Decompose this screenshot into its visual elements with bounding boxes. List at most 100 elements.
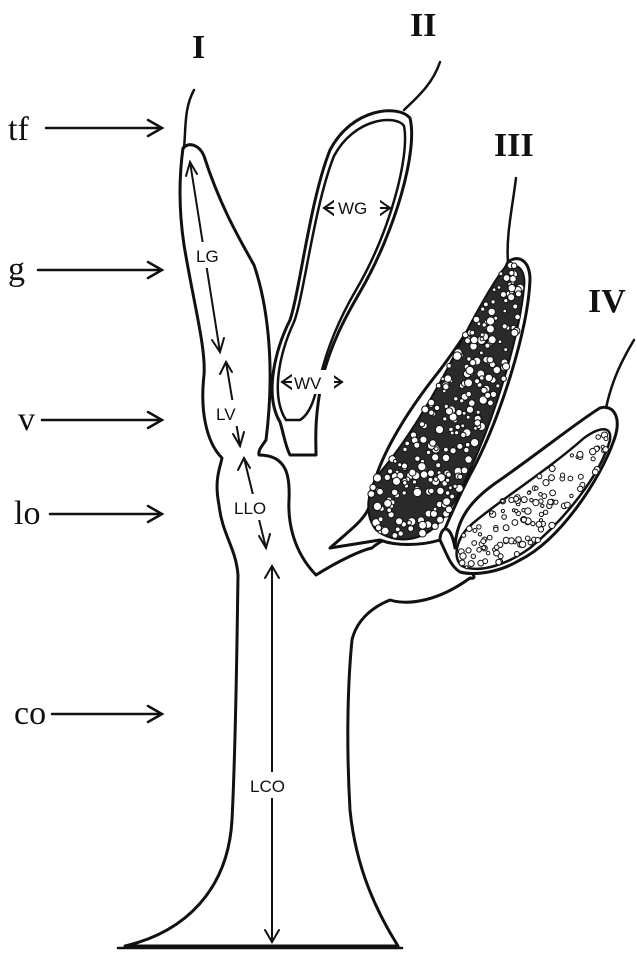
granule bbox=[496, 384, 500, 388]
granule bbox=[549, 522, 555, 528]
granule bbox=[502, 324, 507, 329]
granule bbox=[384, 500, 392, 508]
stage-label-4: IV bbox=[588, 283, 626, 320]
granule bbox=[604, 437, 608, 441]
filament-1 bbox=[184, 90, 194, 148]
granule bbox=[412, 480, 416, 484]
granule bbox=[432, 454, 439, 461]
label-wv: WV bbox=[294, 374, 322, 393]
granule bbox=[398, 463, 402, 467]
granule bbox=[462, 533, 466, 537]
granule bbox=[430, 440, 437, 447]
granule bbox=[466, 366, 474, 374]
filament-2 bbox=[404, 62, 440, 110]
granule bbox=[528, 540, 533, 545]
granule bbox=[511, 263, 517, 269]
granule bbox=[453, 352, 461, 360]
stage-label-1: I bbox=[192, 29, 205, 66]
label-wg: WG bbox=[338, 199, 367, 218]
granule bbox=[485, 374, 492, 381]
granule bbox=[549, 466, 555, 472]
granule bbox=[596, 435, 601, 440]
granule bbox=[533, 500, 539, 506]
granule bbox=[570, 494, 573, 497]
granule bbox=[392, 489, 398, 495]
granule bbox=[471, 439, 479, 447]
granule bbox=[461, 432, 466, 437]
granule bbox=[384, 474, 390, 480]
granule bbox=[550, 490, 556, 496]
granule bbox=[414, 442, 420, 448]
granule bbox=[508, 294, 515, 301]
granule bbox=[388, 469, 393, 474]
granule bbox=[429, 488, 435, 494]
granule bbox=[484, 302, 489, 307]
granule bbox=[483, 559, 488, 564]
granule bbox=[515, 314, 521, 320]
granule bbox=[482, 323, 486, 327]
granule bbox=[485, 392, 491, 398]
granule bbox=[465, 338, 471, 344]
granule bbox=[501, 509, 504, 512]
granule bbox=[420, 436, 427, 443]
stage-2-branch bbox=[272, 111, 412, 455]
granule bbox=[413, 488, 421, 496]
granule bbox=[443, 498, 451, 506]
granule bbox=[549, 475, 555, 481]
granule bbox=[449, 486, 453, 490]
granule bbox=[539, 493, 543, 497]
main-body-outline bbox=[118, 145, 474, 948]
granule bbox=[512, 520, 518, 526]
granule bbox=[497, 286, 501, 290]
granule bbox=[466, 391, 471, 396]
granule bbox=[450, 431, 454, 435]
granule bbox=[516, 537, 522, 543]
granule bbox=[509, 270, 514, 275]
granule bbox=[521, 517, 526, 522]
granule bbox=[393, 460, 397, 464]
granule bbox=[403, 481, 407, 485]
granule bbox=[490, 391, 496, 397]
granule bbox=[494, 527, 498, 531]
granule bbox=[509, 497, 514, 502]
granule bbox=[486, 325, 494, 333]
granule bbox=[480, 351, 484, 355]
granule bbox=[434, 405, 439, 410]
granule bbox=[504, 299, 508, 303]
granule bbox=[496, 559, 502, 565]
granule bbox=[548, 499, 553, 504]
granule bbox=[458, 474, 463, 479]
granule bbox=[543, 480, 549, 486]
granule bbox=[501, 499, 504, 502]
granule bbox=[455, 424, 460, 429]
granule bbox=[525, 536, 530, 541]
granule bbox=[453, 484, 457, 488]
granule bbox=[454, 397, 458, 401]
granule bbox=[402, 491, 406, 495]
stage-label-3: III bbox=[494, 127, 534, 164]
granule bbox=[503, 275, 510, 282]
granule bbox=[418, 463, 426, 471]
granule bbox=[434, 477, 438, 481]
granule bbox=[461, 424, 465, 428]
label-lg: LG bbox=[196, 247, 219, 266]
granule bbox=[568, 476, 573, 481]
granule bbox=[407, 521, 411, 525]
granule bbox=[444, 375, 451, 382]
granule bbox=[516, 291, 522, 297]
granule bbox=[482, 546, 486, 550]
granule bbox=[402, 463, 408, 469]
granule bbox=[419, 521, 427, 529]
granule bbox=[446, 408, 453, 415]
granule bbox=[474, 379, 479, 384]
granule bbox=[471, 336, 478, 343]
granule bbox=[503, 537, 509, 543]
label-lv: LV bbox=[216, 405, 236, 424]
granule bbox=[481, 307, 485, 311]
granule bbox=[480, 333, 484, 337]
granule bbox=[415, 456, 420, 461]
granule bbox=[486, 317, 494, 325]
granule bbox=[473, 529, 477, 533]
granule bbox=[433, 507, 437, 511]
granule bbox=[469, 400, 476, 407]
